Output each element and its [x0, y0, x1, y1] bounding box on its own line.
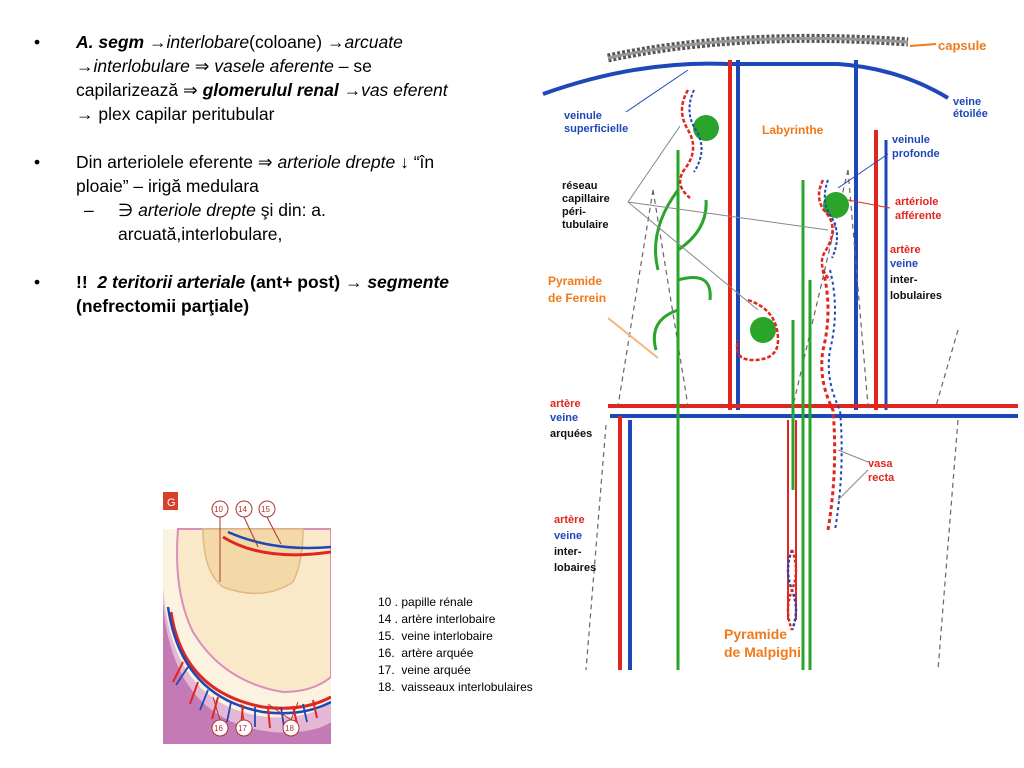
- callout-15: 15: [261, 505, 270, 514]
- label-veinule-sup-2: superficielle: [564, 123, 629, 135]
- label-reseau-1: réseau: [562, 180, 598, 192]
- label-arteriole-2: afférente: [895, 210, 942, 222]
- label-veinule-prof-2: profonde: [892, 148, 940, 160]
- legend-row: 17. veine arquée: [378, 663, 471, 677]
- callout-14: 14: [238, 505, 247, 514]
- legend-row: 18. vaisseaux interlobulaires: [378, 680, 533, 694]
- callout-16: 16: [214, 724, 223, 733]
- label-artere-il-3: inter-: [890, 274, 918, 286]
- text-plex-capilar: plex capilar peritubular: [98, 104, 275, 124]
- text-teritorii: 2 teritorii arteriale: [97, 272, 246, 292]
- arrow-symbol: →: [343, 80, 362, 100]
- down-arrow-symbol: ↓: [400, 152, 409, 172]
- label-veine-etoilee-2: étoilée: [953, 108, 988, 120]
- text-nefrectomii: (nefrectomii parţiale): [76, 296, 250, 316]
- label-arteriole-1: artériole: [895, 196, 939, 208]
- arrow-symbol: →: [148, 32, 167, 52]
- label-interlob-2: veine: [554, 530, 583, 542]
- legend-row: 15. veine interlobaire: [378, 629, 493, 643]
- label-arquees-3: arquées: [550, 428, 593, 440]
- bullet-glyph: •: [34, 272, 41, 292]
- text-arcuate: arcuate: [344, 32, 403, 52]
- label-pyr-malpighi-1: Pyramide: [724, 626, 788, 642]
- label-interlob-4: lobaires: [554, 562, 597, 574]
- callout-18: 18: [285, 724, 294, 733]
- bullet-glyph: •: [34, 152, 41, 172]
- legend-row: 16. artère arquée: [378, 646, 474, 660]
- label-artere-il-2: veine: [890, 258, 919, 270]
- kidney-section-drawing: G 10 14 15 16 17: [163, 492, 332, 744]
- text-interlobare: interlobare: [166, 32, 250, 52]
- label-reseau-4: tubulaire: [562, 219, 609, 231]
- figure-tag-box: [163, 492, 178, 510]
- label-reseau-3: péri-: [562, 206, 586, 218]
- label-interlob-3: inter-: [554, 546, 582, 558]
- vascular-drawing: [542, 33, 1018, 670]
- callout-10: 10: [214, 505, 223, 514]
- text-interlobulare: interlobulare: [93, 56, 190, 76]
- text-exclaim: !!: [76, 272, 88, 292]
- figure-legend: 10 . papille rénale 14 . artère interlob…: [378, 594, 568, 696]
- label-artere-il-1: artère: [890, 244, 921, 256]
- text-vas-eferent: vas eferent: [361, 80, 448, 100]
- bullet-list: • A. segm →interlobare(coloane) →arcuate…: [34, 30, 454, 342]
- label-pyr-ferrein-1: Pyramide: [548, 274, 603, 288]
- bullet-teritorii: • !! 2 teritorii arteriale (ant+ post) →…: [34, 270, 454, 318]
- label-reseau-2: capillaire: [562, 193, 610, 205]
- label-arquees-2: veine: [550, 412, 579, 424]
- implies-symbol: ⇒: [194, 56, 210, 76]
- legend-row: 10 . papille rénale: [378, 595, 473, 609]
- arrow-symbol: →: [344, 272, 363, 292]
- implies-symbol: ⇒: [183, 80, 198, 100]
- callout-17: 17: [238, 724, 247, 733]
- text-ant-post: (ant+ post): [250, 272, 341, 292]
- text-din-arteriolele: Din arteriolele eferente: [76, 152, 254, 172]
- label-vasa-1: vasa: [868, 458, 893, 470]
- label-veine-etoilee-1: veine: [953, 96, 982, 108]
- text-segmente: segmente: [367, 272, 450, 292]
- label-veinule-sup-1: veinule: [564, 110, 602, 122]
- label-artere-il-4: lobulaires: [890, 290, 942, 302]
- text-capilarizeaza: – se capilarizează: [76, 56, 372, 100]
- arrow-symbol: →: [327, 32, 345, 52]
- figure-tag-text: G: [167, 497, 176, 509]
- text-vasele-aferente: vasele aferente: [214, 56, 334, 76]
- text-arteriole-drepte: arteriole drepte: [277, 152, 396, 172]
- text-in-ploaie: “în ploaie” – irigă medulara: [76, 152, 435, 196]
- text-si-din: şi din: a. arcuată,interlobulare,: [118, 200, 326, 244]
- label-vasa-2: recta: [868, 472, 895, 484]
- label-capsule: capsule: [938, 38, 987, 53]
- text-a-segm: A. segm: [76, 32, 145, 52]
- arrow-symbol: →: [76, 104, 94, 124]
- label-arquees-1: artère: [550, 398, 581, 410]
- contains-symbol: ∋: [118, 200, 134, 220]
- implies-symbol: ⇒: [257, 152, 273, 172]
- renal-vascular-diagram: capsule veine étoilée veinule superficie…: [538, 30, 1024, 670]
- text-coloane: (coloane): [249, 32, 323, 52]
- kidney-section-figure: G 10 14 15 16 17: [163, 492, 332, 744]
- label-veinule-prof-1: veinule: [892, 134, 930, 146]
- bullet-arteriole-drepte: • Din arteriolele eferente ⇒ arteriole d…: [34, 150, 454, 246]
- label-interlob-1: artère: [554, 514, 585, 526]
- text-arteriole-drepte: arteriole drepte: [138, 200, 256, 220]
- text-glomerulul-renal: glomerulul renal: [202, 80, 339, 100]
- legend-row: 14 . artère interlobaire: [378, 612, 496, 626]
- label-labyrinthe: Labyrinthe: [762, 123, 824, 137]
- sub-bullet: – ∋ arteriole drepte şi din: a. arcuată,…: [76, 198, 454, 246]
- arrow-symbol: →: [76, 56, 94, 76]
- dash-glyph: –: [84, 200, 94, 220]
- bullet-segment-path: • A. segm →interlobare(coloane) →arcuate…: [34, 30, 454, 126]
- label-pyr-ferrein-2: de Ferrein: [548, 291, 607, 305]
- bullet-glyph: •: [34, 32, 41, 52]
- label-pyr-malpighi-2: de Malpighi: [724, 644, 801, 660]
